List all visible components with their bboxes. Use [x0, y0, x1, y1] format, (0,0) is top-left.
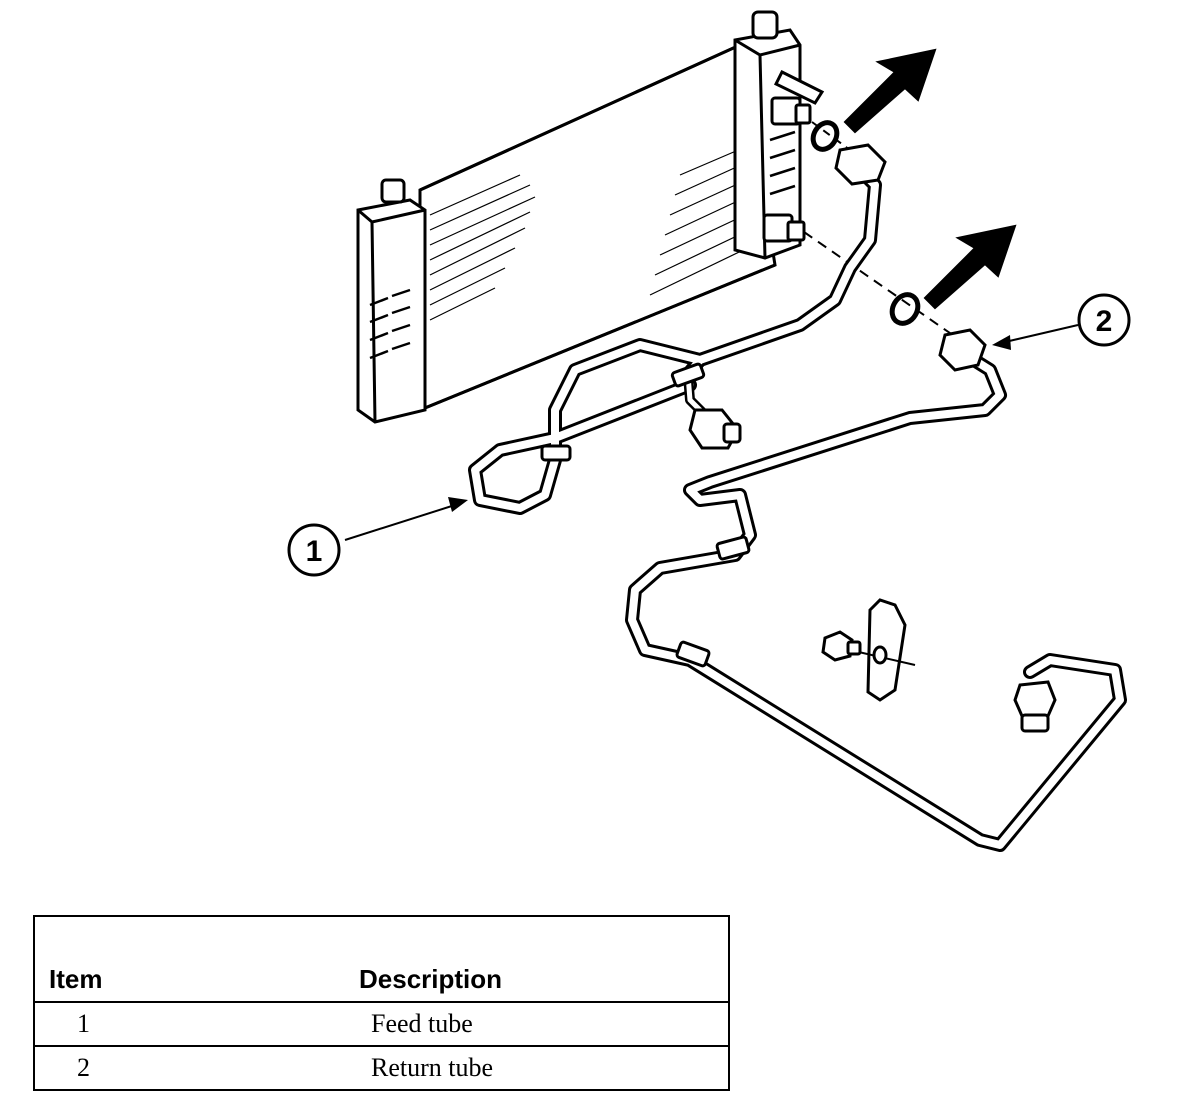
callout-1-label: 1 — [306, 535, 323, 568]
legend-item-description: Feed tube — [359, 1002, 729, 1047]
fitting-icon — [540, 143, 887, 462]
legend-table: Item Description 1 Feed tube 2 Return tu… — [33, 915, 730, 1091]
cooler-line-diagram: 1 2 — [287, 10, 1131, 852]
o-ring-icon — [803, 120, 961, 341]
legend-header-description: Description — [359, 916, 729, 1003]
callout-1: 1 — [287, 497, 468, 577]
bolt-icon — [821, 630, 862, 662]
legend-item-number: 2 — [34, 1046, 359, 1091]
return-tube — [625, 343, 1127, 852]
legend-header-row: Item Description — [34, 916, 729, 1003]
radiator-icon — [356, 10, 825, 424]
legend-header-item: Item — [34, 916, 359, 1003]
table-row: 2 Return tube — [34, 1046, 729, 1091]
legend-item-description: Return tube — [359, 1046, 729, 1091]
fitting-icon — [675, 328, 1057, 733]
legend-item-number: 1 — [34, 1002, 359, 1047]
arrow-pointer-icon — [843, 48, 1017, 310]
table-row: 1 Feed tube — [34, 1002, 729, 1047]
callout-2-label: 2 — [1096, 305, 1113, 338]
callout-2: 2 — [992, 293, 1131, 350]
